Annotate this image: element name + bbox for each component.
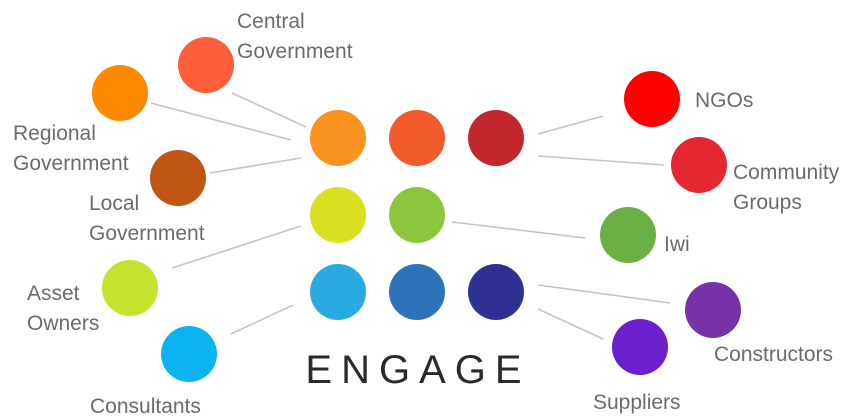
node-label-asset-owners: Owners — [27, 312, 99, 335]
engage-grid-circle — [389, 264, 445, 320]
node-label-iwi: Iwi — [664, 233, 690, 256]
node-circle-constructors — [685, 282, 741, 338]
node-label-community-groups: Community — [733, 161, 840, 184]
node-circle-community-groups — [671, 137, 727, 193]
node-label-regional-government: Regional — [13, 122, 96, 145]
connector-constructors — [537, 284, 671, 304]
engage-grid-circle — [389, 187, 445, 243]
engage-grid-circle — [468, 264, 524, 320]
engage-grid-circle — [310, 110, 366, 166]
stakeholder-nodes: CentralGovernmentRegionalGovernmentLocal… — [13, 10, 840, 418]
node-label-suppliers: Suppliers — [593, 391, 681, 414]
connector-community-groups — [537, 155, 665, 166]
node-label-central-government: Central — [237, 10, 305, 33]
node-label-constructors: Constructors — [714, 343, 833, 366]
connector-suppliers — [537, 308, 604, 340]
connector-local-government — [209, 157, 302, 174]
node-label-regional-government: Government — [13, 152, 129, 175]
node-label-consultants: Consultants — [90, 395, 201, 418]
node-circle-regional-government — [92, 65, 148, 121]
node-circle-asset-owners — [102, 260, 158, 316]
node-label-local-government: Local — [89, 192, 139, 215]
connector-lines — [150, 92, 671, 340]
engage-grid-circle — [310, 187, 366, 243]
node-circle-consultants — [161, 326, 217, 382]
connector-asset-owners — [171, 225, 302, 269]
engage-grid-circle — [389, 110, 445, 166]
connector-regional-government — [150, 102, 292, 141]
connector-iwi — [451, 221, 586, 239]
node-label-ngos: NGOs — [695, 89, 753, 112]
connector-consultants — [230, 304, 294, 335]
connector-ngos — [537, 115, 604, 135]
node-label-local-government: Government — [89, 222, 205, 245]
engage-grid-circle — [468, 110, 524, 166]
connector-central-government — [231, 92, 307, 128]
node-label-asset-owners: Asset — [27, 282, 80, 305]
node-circle-suppliers — [612, 319, 668, 375]
engage-grid-circle — [310, 264, 366, 320]
node-circle-local-government — [150, 150, 206, 206]
node-circle-central-government — [178, 37, 234, 93]
node-circle-ngos — [624, 71, 680, 127]
engage-circle-grid — [310, 110, 524, 320]
engage-title: ENGAGE — [305, 348, 530, 392]
node-circle-iwi — [600, 207, 656, 263]
node-label-community-groups: Groups — [733, 191, 802, 214]
node-label-central-government: Government — [237, 40, 353, 63]
